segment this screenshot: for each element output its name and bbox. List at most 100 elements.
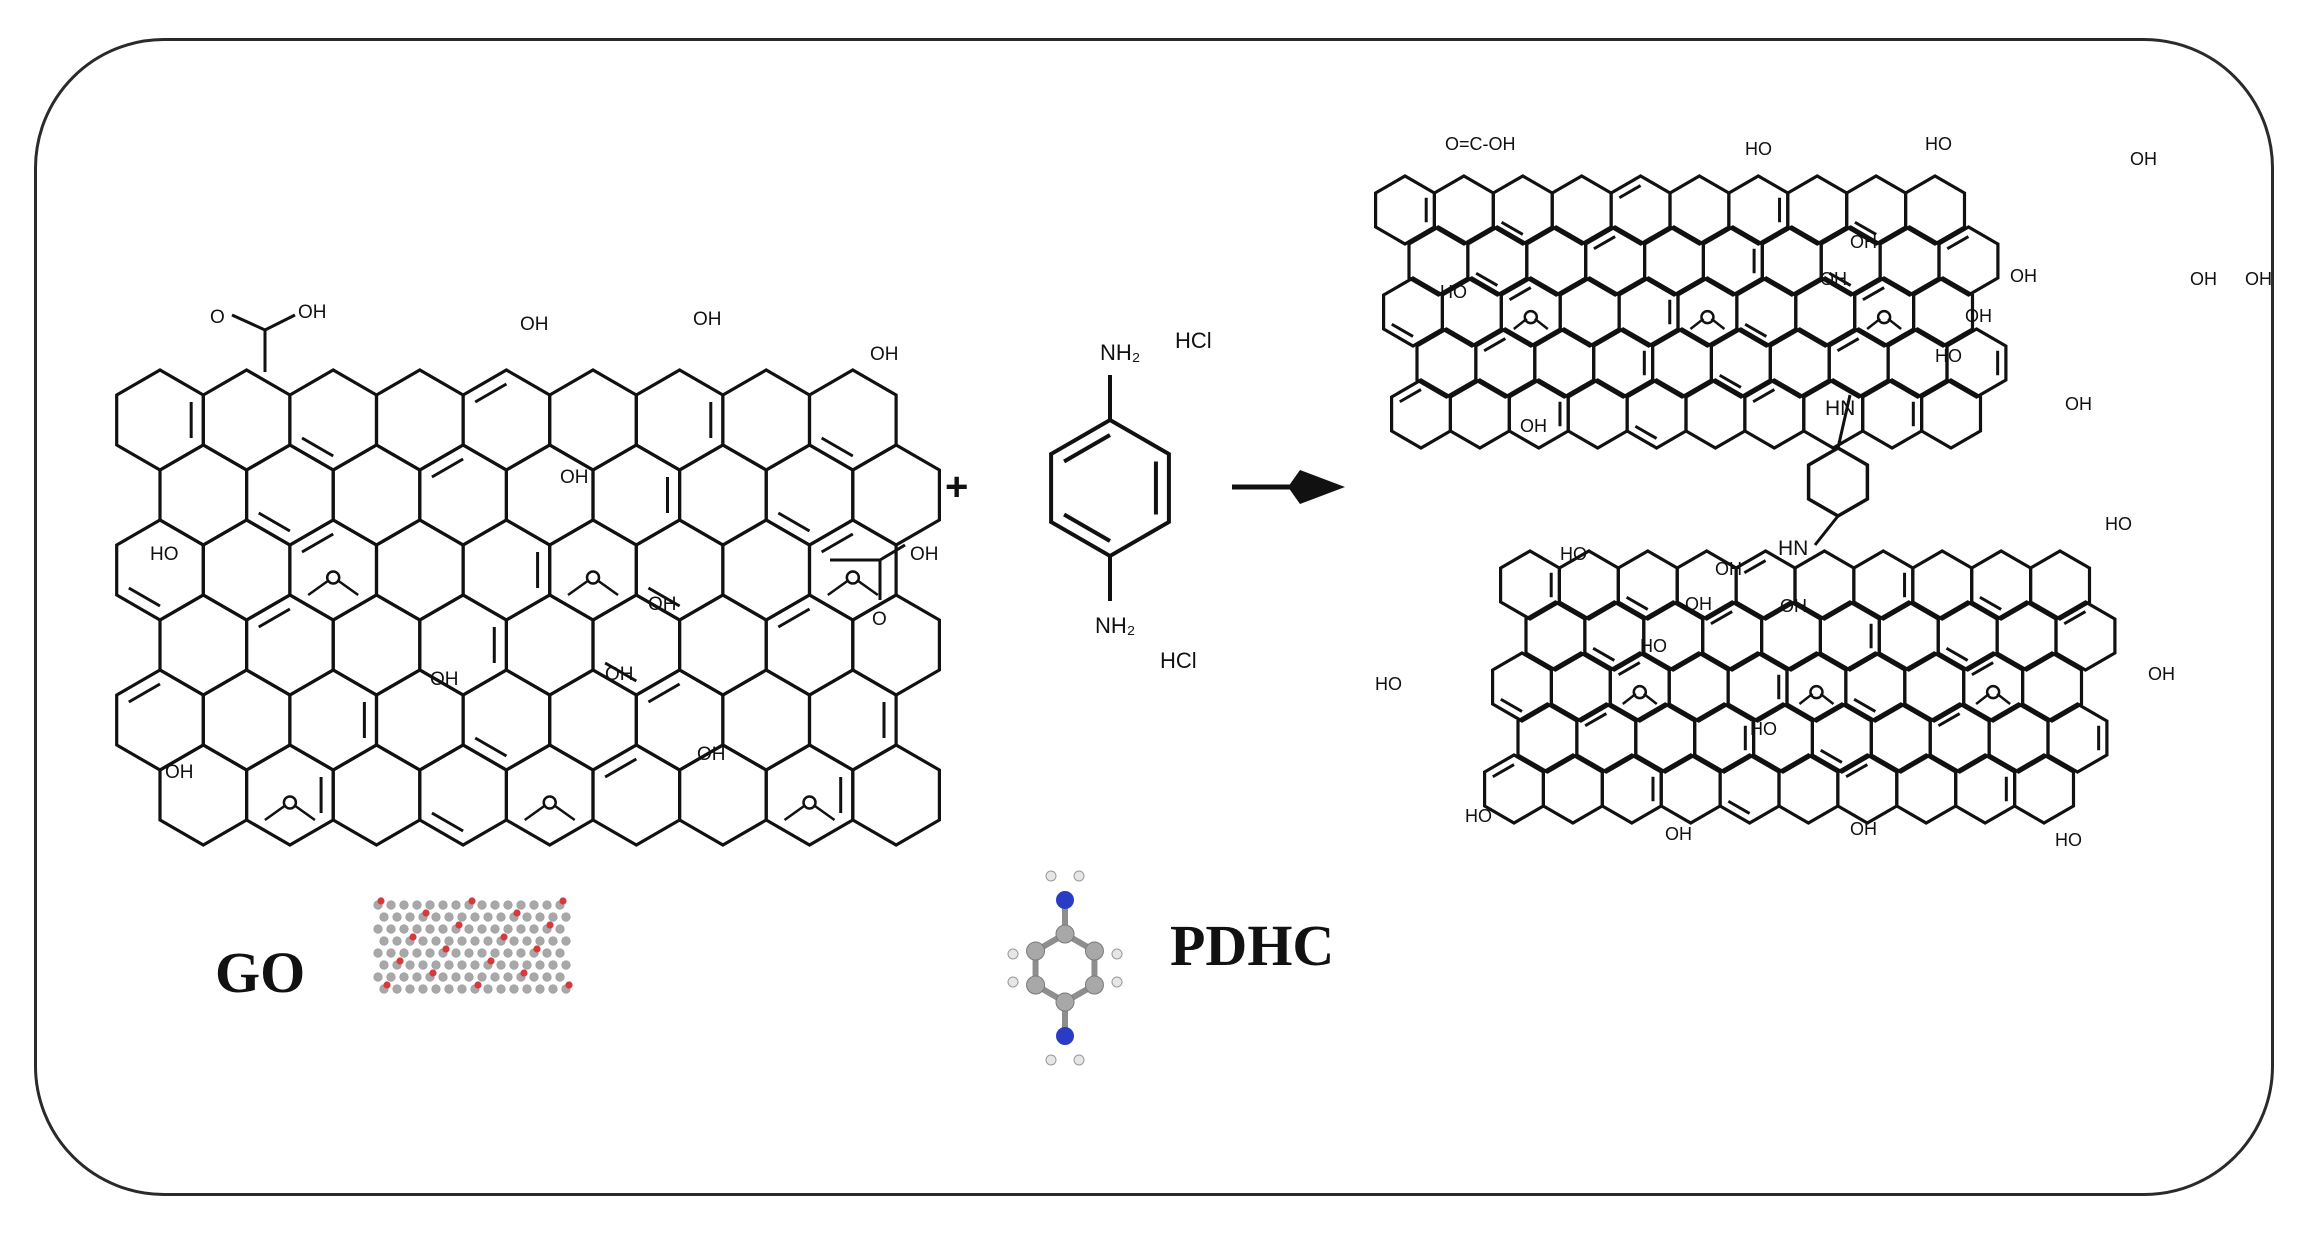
- go-model-carbon: [392, 984, 402, 994]
- go-epoxide-o: [325, 570, 341, 585]
- go-oh-mid-right: OH: [648, 594, 677, 615]
- prod-top-epoxide-bond: [1866, 317, 1881, 330]
- go-model-carbon: [490, 948, 500, 958]
- go-ring: [548, 368, 638, 472]
- pdhc-ball-stick-model: [1007, 870, 1123, 1066]
- go-model-carbon: [431, 984, 441, 994]
- pdhc-model-carbon: [1026, 975, 1046, 995]
- go-model-carbon: [509, 960, 519, 970]
- go-model-carbon: [522, 912, 532, 922]
- go-label: GO: [215, 940, 305, 1005]
- product-top-label: HO: [1440, 282, 1467, 302]
- go-model-carbon: [535, 912, 545, 922]
- prod-top-ring: [1448, 378, 1511, 450]
- go-epoxide-bond: [307, 578, 330, 597]
- prod-top-epoxide-o: [1876, 309, 1892, 325]
- go-double-bond: [257, 607, 291, 629]
- go-ring: [721, 668, 812, 772]
- go-model-carbon: [542, 972, 552, 982]
- go-model-carbon: [522, 984, 532, 994]
- go-cooh-right-bond: [879, 543, 906, 562]
- prod-top-epoxide-bond: [1689, 317, 1705, 330]
- go-double-bond: [301, 532, 334, 554]
- ppd-linker: [1806, 394, 1870, 546]
- go-model-oxygen: [513, 909, 521, 917]
- plus-sign: +: [945, 465, 968, 509]
- prod-top-double-bond: [1744, 322, 1768, 338]
- go-ring: [677, 443, 768, 547]
- go-epoxide-o: [282, 795, 298, 810]
- go-model-oxygen: [487, 957, 495, 965]
- hcl-top: HCl: [1175, 328, 1212, 353]
- go-model-carbon: [470, 936, 480, 946]
- go-model-carbon: [444, 984, 454, 994]
- prod-top-double-bond: [1399, 388, 1422, 404]
- go-model-carbon: [405, 960, 415, 970]
- go-model-carbon: [386, 924, 396, 934]
- go-double-bond: [301, 436, 334, 458]
- rounded-frame: [34, 38, 2274, 1196]
- product-bottom-label: HO: [1640, 636, 1667, 656]
- prod-top-double-bond: [1475, 271, 1499, 287]
- go-model-carbon: [412, 972, 422, 982]
- prod-bottom-double-bond: [1584, 712, 1608, 728]
- prod-top-ring: [1684, 378, 1747, 450]
- go-ring: [721, 518, 812, 622]
- product-bottom-label: HO: [1750, 719, 1777, 739]
- product-top-label: OH: [2130, 149, 2157, 169]
- pdhc-model-carbon: [1084, 975, 1104, 995]
- go-model-carbon: [425, 948, 435, 958]
- prod-bottom-ring: [2012, 753, 2076, 825]
- pdhc-model-nitrogen: [1056, 1027, 1074, 1045]
- go-model-carbon: [464, 972, 474, 982]
- go-model-oxygen: [474, 981, 482, 989]
- prod-top-ring: [1903, 174, 1967, 246]
- prod-top-epoxide-o: [1523, 309, 1539, 325]
- go-model-carbon: [490, 972, 500, 982]
- product-top-label: OH: [2245, 269, 2272, 289]
- go-model-carbon: [386, 972, 396, 982]
- prod-top-double-bond: [1862, 286, 1885, 302]
- prod-top-double-bond: [1836, 337, 1860, 353]
- go-double-bond: [431, 457, 464, 479]
- go-model-carbon: [477, 924, 487, 934]
- product-top-label: OH: [2065, 394, 2092, 414]
- product-sheet-bottom: [1482, 549, 2117, 825]
- go-model-carbon: [431, 936, 441, 946]
- go-cooh-bond: [231, 313, 266, 332]
- go-model-carbon: [529, 900, 539, 910]
- prod-top-double-bond: [1500, 220, 1524, 236]
- product-top-label: OH: [1965, 306, 1992, 326]
- go-double-bond: [474, 382, 508, 404]
- product-bottom-label: OH: [1850, 819, 1877, 839]
- go-model-carbon: [457, 960, 467, 970]
- go-model-carbon: [509, 984, 519, 994]
- go-model-carbon: [561, 912, 571, 922]
- go-epoxide-bond: [827, 578, 850, 597]
- prod-bottom-ring: [2028, 549, 2092, 621]
- go-model-carbon: [425, 924, 435, 934]
- go-ball-stick-model: [373, 897, 573, 994]
- pdhc-model-hydrogen: [1073, 1054, 1085, 1066]
- go-model-oxygen: [455, 921, 463, 929]
- prod-top-ring: [1945, 327, 2008, 399]
- pdhc-model-hydrogen: [1007, 976, 1019, 988]
- pdhc-model-hydrogen: [1111, 976, 1123, 988]
- prod-top-ring: [1919, 378, 1983, 450]
- pdhc-model-carbon: [1055, 992, 1075, 1012]
- go-model-carbon: [542, 900, 552, 910]
- go-model-carbon: [483, 984, 493, 994]
- go-model-carbon: [548, 960, 558, 970]
- go-double-bond: [474, 736, 508, 758]
- go-double-bond: [647, 682, 681, 704]
- go-model-carbon: [522, 960, 532, 970]
- go-model-carbon: [444, 912, 454, 922]
- go-model-carbon: [555, 972, 565, 982]
- go-ring: [331, 743, 422, 847]
- hcl-bottom: HCl: [1160, 648, 1197, 673]
- prod-bottom-double-bond: [1592, 646, 1616, 662]
- pdhc-model-hydrogen: [1073, 870, 1085, 882]
- go-ring: [504, 743, 595, 847]
